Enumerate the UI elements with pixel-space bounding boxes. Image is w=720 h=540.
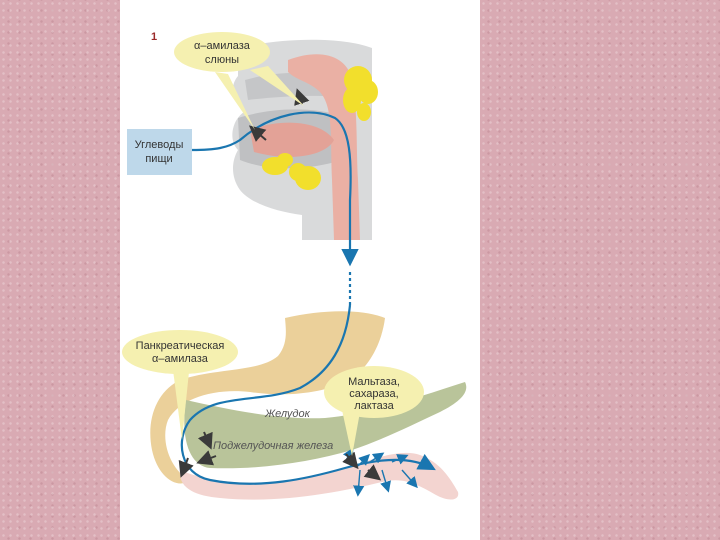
figure-number: 1 [151, 31, 157, 43]
intestine-shape [179, 452, 459, 500]
digestion-diagram: 1 [122, 31, 467, 500]
stomach-shape [150, 311, 385, 484]
pancreas-label: Поджелудочная железа [213, 440, 333, 452]
brush-border-enzymes-line1: Мальтаза, [348, 376, 400, 388]
background-left-panel [0, 0, 120, 540]
stomach-label: Желудок [264, 408, 311, 420]
brush-border-enzymes-line3: лактаза [354, 400, 394, 412]
brush-border-enzymes-line2: сахараза, [349, 388, 398, 400]
salivary-amylase-label-line1: α–амилаза [194, 40, 251, 52]
pancreas-shape [184, 382, 467, 469]
pharynx [288, 54, 360, 241]
salivary-gland-sublingual [262, 153, 293, 175]
slide: 1 [120, 0, 480, 540]
pancreatic-amylase-bubble [122, 330, 238, 374]
enzyme-action-arrows [178, 88, 382, 481]
carbohydrate-flow-arrow [191, 111, 359, 267]
salivary-amylase-label-line2: слюны [205, 54, 239, 66]
background-right-panel [480, 0, 720, 540]
tongue [250, 122, 334, 157]
salivary-gland-parotid [343, 66, 378, 121]
callout-pointer-brush-border [342, 410, 360, 456]
callout-pointer-salivary [215, 66, 304, 130]
brush-border-enzymes-bubble [324, 366, 424, 418]
pancreatic-amylase-label-line1: Панкреатическая [136, 340, 225, 352]
salivary-amylase-bubble [174, 32, 270, 72]
food-carbs-label-line1: Углеводы [135, 139, 184, 151]
pancreatic-amylase-label-line2: α–амилаза [152, 353, 209, 365]
salivary-gland-submandibular [289, 163, 321, 190]
food-carbs-label-line2: пищи [145, 153, 172, 165]
food-carbs-box [127, 129, 192, 175]
callout-pointer-pancreatic [172, 362, 190, 440]
